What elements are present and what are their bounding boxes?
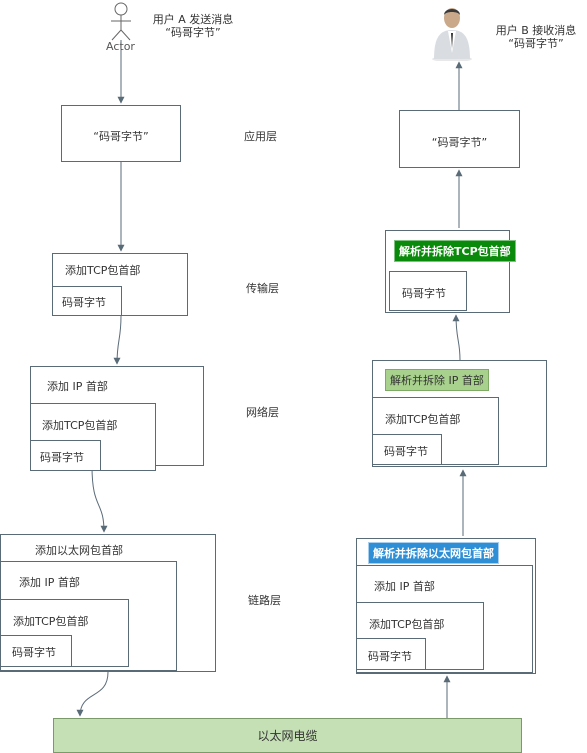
- left-link-payload: 码哥字节: [12, 646, 56, 659]
- left-network-tcp-box: 添加TCP包首部 码哥字节: [30, 403, 156, 471]
- right-network-tcp-box: 添加TCP包首部 码哥字节: [372, 397, 499, 465]
- left-link-ip-box: 添加 IP 首部 添加TCP包首部 码哥字节: [0, 561, 177, 671]
- left-link-tcp-box: 添加TCP包首部 码哥字节: [0, 599, 129, 667]
- user-b-caption-line1: 用户 B 接收消息: [495, 24, 577, 37]
- arrow-transport-to-network: [113, 315, 122, 365]
- right-network-payload: 码哥字节: [384, 445, 428, 458]
- left-app-box: “码哥字节”: [61, 105, 181, 162]
- left-network-tcp-header: 添加TCP包首部: [42, 419, 118, 432]
- left-link-tcp-header: 添加TCP包首部: [13, 615, 89, 628]
- left-link-box: 添加以太网包首部 添加 IP 首部 添加TCP包首部 码哥字节: [0, 534, 216, 672]
- right-link-ip-header: 添加 IP 首部: [374, 580, 435, 593]
- left-link-ip-header: 添加 IP 首部: [19, 576, 80, 589]
- right-app-payload: “码哥字节”: [431, 136, 488, 149]
- right-link-payload-box: 码哥字节: [356, 638, 426, 670]
- left-transport-tcp-header: 添加TCP包首部: [65, 264, 141, 277]
- left-transport-payload: 码哥字节: [62, 296, 106, 309]
- right-eth-parse-badge: 解析并拆除以太网包首部: [368, 542, 499, 564]
- ethernet-cable-bar: 以太网电缆: [53, 718, 522, 753]
- arrow-network-to-link: [91, 465, 108, 533]
- right-link-box: 解析并拆除以太网包首部 添加 IP 首部 添加TCP包首部 码哥字节: [356, 538, 536, 674]
- right-link-tcp-header: 添加TCP包首部: [369, 618, 445, 631]
- right-network-payload-box: 码哥字节: [372, 434, 442, 465]
- right-tcp-parse-badge: 解析并拆除TCP包首部: [394, 240, 516, 262]
- left-network-payload: 码哥字节: [40, 451, 84, 464]
- right-transport-box: 解析并拆除TCP包首部 码哥字节: [385, 230, 516, 313]
- right-link-payload: 码哥字节: [368, 650, 412, 663]
- right-app-box: “码哥字节”: [399, 110, 520, 168]
- left-network-box: 添加 IP 首部 添加TCP包首部 码哥字节: [30, 366, 204, 471]
- left-network-payload-box: 码哥字节: [30, 440, 101, 471]
- layer-label-link: 链路层: [248, 594, 281, 607]
- left-transport-payload-box: 码哥字节: [52, 286, 122, 316]
- businessman-avatar-icon: [432, 8, 472, 61]
- layer-label-transport: 传输层: [246, 282, 279, 295]
- user-a-caption-line1: 用户 A 发送消息: [152, 13, 234, 26]
- user-a-caption-line2: “码哥字节”: [165, 26, 221, 39]
- actor-stick-figure-icon: [111, 2, 131, 41]
- left-link-eth-header: 添加以太网包首部: [35, 544, 123, 557]
- layer-label-application: 应用层: [244, 130, 277, 143]
- right-ip-parse-badge: 解析并拆除 IP 首部: [385, 369, 489, 391]
- right-network-tcp-header: 添加TCP包首部: [385, 413, 461, 426]
- arrow-network-to-transport-right: [452, 314, 461, 361]
- right-network-box: 解析并拆除 IP 首部 添加TCP包首部 码哥字节: [372, 360, 547, 467]
- layer-label-network: 网络层: [246, 406, 279, 419]
- arrow-link-to-cable: [76, 671, 109, 717]
- actor-label: Actor: [106, 40, 135, 53]
- left-network-ip-header: 添加 IP 首部: [47, 380, 108, 393]
- right-link-ip-box: 添加 IP 首部 添加TCP包首部 码哥字节: [356, 565, 533, 673]
- right-link-tcp-box: 添加TCP包首部 码哥字节: [356, 602, 484, 670]
- left-app-payload: “码哥字节”: [93, 130, 149, 143]
- user-b-caption-line2: “码哥字节”: [508, 37, 564, 50]
- left-transport-box: 添加TCP包首部 码哥字节: [52, 253, 188, 316]
- right-transport-payload-box: 码哥字节: [389, 271, 467, 311]
- right-transport-payload: 码哥字节: [402, 287, 446, 300]
- left-link-payload-box: 码哥字节: [0, 635, 72, 667]
